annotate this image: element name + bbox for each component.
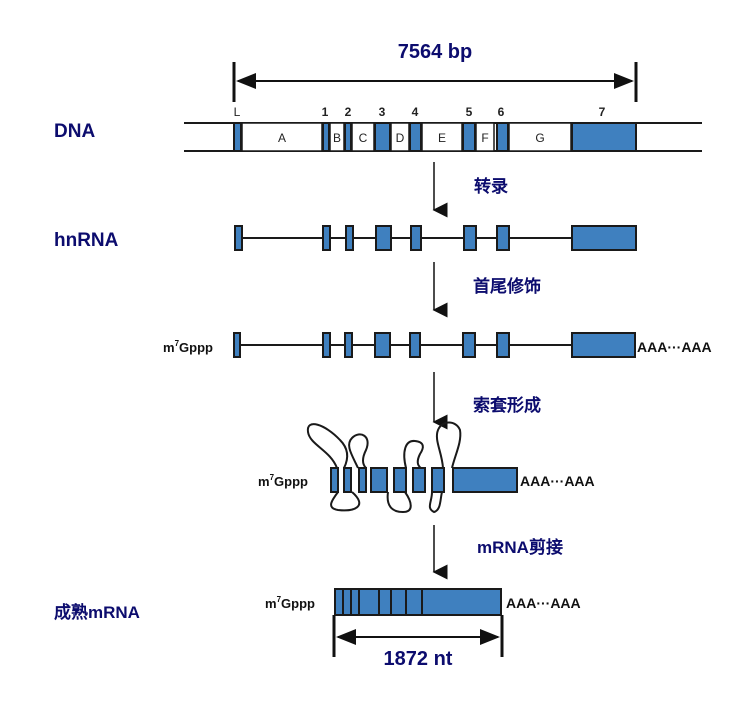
exon-label: 2	[345, 105, 352, 119]
transcription-label: 转录	[474, 176, 508, 196]
exon-1	[322, 225, 331, 251]
intron-label: C	[359, 131, 368, 145]
intron-loop	[403, 439, 424, 469]
exon-5	[462, 332, 476, 358]
exon-5	[462, 122, 476, 152]
dna-strand: A B C D E F G L 1 2 3 4 5 6 7	[184, 105, 702, 152]
exon-label: 6	[498, 105, 505, 119]
intron-label: G	[535, 131, 544, 145]
exon-3	[374, 332, 391, 358]
exon-block	[358, 467, 367, 493]
exon-block	[412, 467, 426, 493]
exon-3	[375, 225, 392, 251]
exon-l	[233, 332, 241, 358]
capped-pre-mrna: m7Gppp AAA···AAA	[163, 332, 712, 358]
intron-loop	[348, 433, 369, 469]
dna-row-label: DNA	[54, 121, 95, 142]
mature-mrna: m7Gppp AAA···AAA	[265, 588, 581, 616]
exon-4	[410, 225, 422, 251]
splicing-label: mRNA剪接	[477, 537, 563, 557]
intron-loop	[330, 491, 361, 512]
mrna-length-bracket: 1872 nt	[332, 615, 504, 670]
exon-block	[370, 467, 388, 493]
exon-2	[345, 225, 354, 251]
polya-tail-label: AAA···AAA	[520, 473, 595, 489]
exon-6	[496, 122, 509, 152]
exon-block	[393, 467, 407, 493]
exon-label: 1	[322, 105, 329, 119]
exon-l	[234, 225, 243, 251]
intron-label: B	[333, 131, 341, 145]
exon-4	[409, 122, 422, 152]
intron-label: F	[481, 131, 488, 145]
lariat-label: 索套形成	[473, 395, 541, 415]
exon-7	[571, 225, 637, 251]
exon-label: 4	[412, 105, 419, 119]
lariat-structure: m7Gppp AAA···AAA	[258, 421, 595, 514]
exon-label: 3	[379, 105, 386, 119]
intron-label: D	[396, 131, 405, 145]
intron-label: A	[278, 131, 286, 145]
dna-length-bracket: 7564 bp	[232, 41, 638, 102]
cap-label: m7Gppp	[265, 595, 315, 611]
polya-tail-label: AAA···AAA	[637, 339, 712, 355]
intron-loop	[435, 421, 462, 469]
intron-label: E	[438, 131, 446, 145]
hnrna-row-label: hnRNA	[54, 230, 119, 251]
mature-exon-body	[334, 588, 502, 616]
intron-loop	[428, 491, 443, 514]
hnrna-strand	[234, 225, 637, 251]
intron-loop	[306, 423, 349, 469]
modification-label: 首尾修饰	[473, 276, 541, 296]
exon-2	[344, 332, 353, 358]
mrna-length-label: 1872 nt	[384, 648, 453, 670]
exon-2	[344, 122, 352, 152]
exon-block	[431, 467, 445, 493]
exon-6	[496, 225, 510, 251]
polya-tail-label: AAA···AAA	[506, 595, 581, 611]
exon-7	[571, 332, 636, 358]
exon-label: 5	[466, 105, 473, 119]
dna-length-label: 7564 bp	[398, 41, 472, 63]
intron-loop	[386, 491, 412, 514]
exon-l	[233, 122, 242, 152]
exon-block	[452, 467, 518, 493]
mature-row-label: 成熟mRNA	[54, 602, 140, 622]
exon-3	[374, 122, 391, 152]
exon-block	[330, 467, 339, 493]
exon-label: 7	[599, 105, 606, 119]
cap-label: m7Gppp	[163, 339, 213, 355]
exon-5	[463, 225, 477, 251]
exon-4	[409, 332, 421, 358]
exon-block	[343, 467, 352, 493]
exon-1	[322, 332, 331, 358]
cap-label: m7Gppp	[258, 473, 308, 489]
exon-7	[571, 122, 637, 152]
exon-6	[496, 332, 510, 358]
exon-1	[322, 122, 330, 152]
exon-label: L	[234, 105, 241, 119]
